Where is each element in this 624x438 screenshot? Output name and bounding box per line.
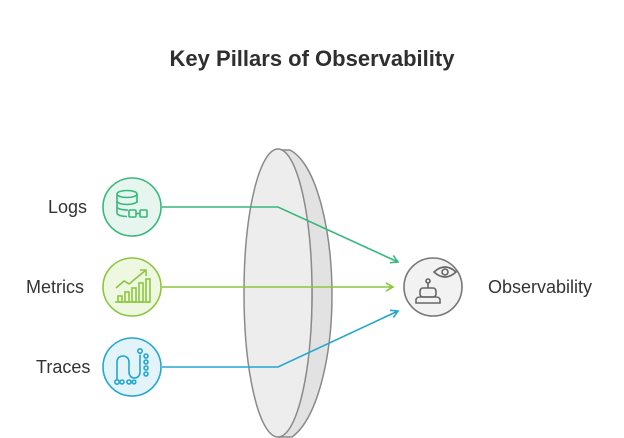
traces-connector <box>162 309 400 368</box>
lens-icon <box>243 148 333 438</box>
eye-robot-icon <box>415 266 458 304</box>
observability-label: Observability <box>488 277 593 297</box>
database-icon <box>116 189 148 218</box>
logs-node <box>102 177 162 237</box>
metrics-node <box>102 257 162 317</box>
logs-label: Logs <box>48 197 88 217</box>
traces-label: Traces <box>36 357 91 377</box>
trace-path-icon <box>114 347 149 385</box>
logs-connector <box>162 206 400 264</box>
metrics-label: Metrics <box>26 277 84 297</box>
diagram-title: Key Pillars of Observability <box>169 46 455 71</box>
observability-node <box>403 257 463 317</box>
traces-node <box>102 337 162 397</box>
bar-chart-icon <box>115 269 151 303</box>
